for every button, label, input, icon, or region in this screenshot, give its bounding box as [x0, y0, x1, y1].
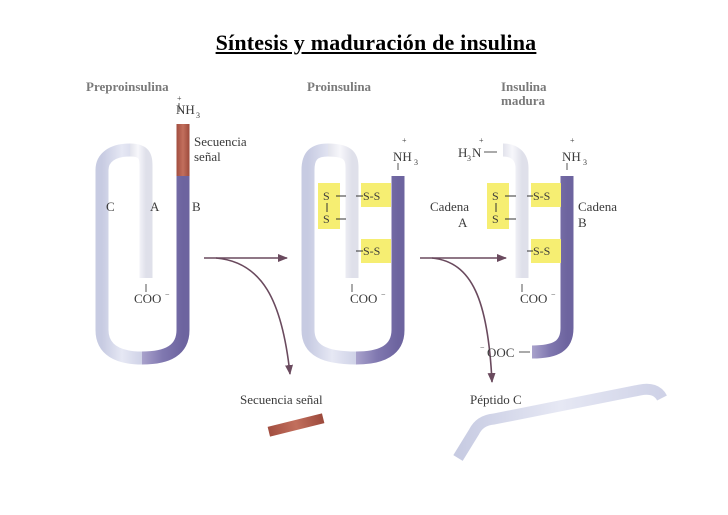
- insulina-madura-panel: Insulina madura S S S-S S-S H 3 N +: [430, 79, 617, 360]
- chain-a: [502, 143, 529, 278]
- n-terminus-charge: +: [177, 94, 182, 103]
- cadena-a-label-line2: A: [458, 215, 468, 230]
- chain-b-c-terminus-charge: −: [480, 343, 485, 352]
- chain-a-n-terminus-charge: +: [479, 136, 484, 145]
- chain-a: [129, 143, 153, 278]
- n-terminus-label: NH: [393, 149, 412, 164]
- n-terminus-sub: 3: [414, 158, 418, 167]
- chain-a-c-terminus-label: COO: [520, 291, 547, 306]
- chain-b: [531, 176, 574, 359]
- chain-a-c-terminus-charge: −: [551, 290, 556, 299]
- chain-b-n-terminus-label: NH: [562, 149, 581, 164]
- signal-product-label: Secuencia señal: [240, 392, 323, 407]
- s-label: S: [492, 189, 499, 203]
- signal-label-line2: señal: [194, 149, 221, 164]
- page-title: Síntesis y maduración de insulina: [215, 30, 537, 55]
- cleavage-arrow-2: [420, 254, 507, 383]
- chain-b-c-terminus-label: OOC: [487, 345, 514, 360]
- disulfide-box-intra: [318, 183, 340, 229]
- ss-bond-label: S-S: [363, 244, 380, 258]
- proinsulina-panel: Proinsulina S S S-S S-S + NH 3 COO −: [301, 79, 418, 365]
- signal-product: [267, 413, 325, 437]
- n-terminus-sub: 3: [196, 111, 200, 120]
- peptide-c-label: Péptido C: [470, 392, 522, 407]
- s-label: S: [492, 212, 499, 226]
- chain-c: [95, 143, 143, 365]
- chain-b-label: B: [192, 199, 201, 214]
- preproinsulina-header: Preproinsulina: [86, 79, 169, 94]
- peptide-c: [453, 383, 667, 461]
- chain-b: [141, 176, 190, 365]
- c-terminus-label: COO: [134, 291, 161, 306]
- c-terminus-charge: −: [381, 290, 386, 299]
- chain-c: [301, 143, 357, 365]
- chain-a-n-terminus-sub: 3: [467, 154, 471, 163]
- chain-a: [327, 143, 359, 278]
- cleavage-arrow-1: [204, 254, 294, 375]
- c-terminus-label: COO: [350, 291, 377, 306]
- cadena-b-label-line2: B: [578, 215, 587, 230]
- c-terminus-charge: −: [165, 290, 170, 299]
- proinsulina-header: Proinsulina: [307, 79, 372, 94]
- ss-bond-label: S-S: [363, 189, 380, 203]
- signal-label-line1: Secuencia: [194, 134, 247, 149]
- ss-bond-label: S-S: [533, 244, 550, 258]
- signal-sequence: [176, 124, 190, 176]
- insulina-header-line2: madura: [501, 93, 546, 108]
- cadena-a-label-line1: Cadena: [430, 199, 469, 214]
- chain-a-n-terminus-h: H: [458, 145, 467, 160]
- chain-b: [355, 176, 405, 365]
- n-terminus-label: NH: [176, 102, 195, 117]
- chain-b-n-terminus-charge: +: [570, 136, 575, 145]
- s-label: S: [323, 212, 330, 226]
- s-label: S: [323, 189, 330, 203]
- chain-a-n-terminus-n: N: [472, 145, 482, 160]
- ss-bond-label: S-S: [533, 189, 550, 203]
- cadena-b-label-line1: Cadena: [578, 199, 617, 214]
- disulfide-box-1: [361, 183, 391, 207]
- insulina-header-line1: Insulina: [501, 79, 547, 94]
- chain-c-label: C: [106, 199, 115, 214]
- disulfide-box-2: [531, 239, 561, 263]
- chain-b-n-terminus-sub: 3: [583, 158, 587, 167]
- preproinsulina-panel: Preproinsulina + NH 3 Secuencia señal C …: [86, 79, 247, 365]
- disulfide-box-intra: [487, 183, 509, 229]
- disulfide-box-1: [531, 183, 561, 207]
- disulfide-box-2: [361, 239, 391, 263]
- n-terminus-charge: +: [402, 136, 407, 145]
- chain-a-label: A: [150, 199, 160, 214]
